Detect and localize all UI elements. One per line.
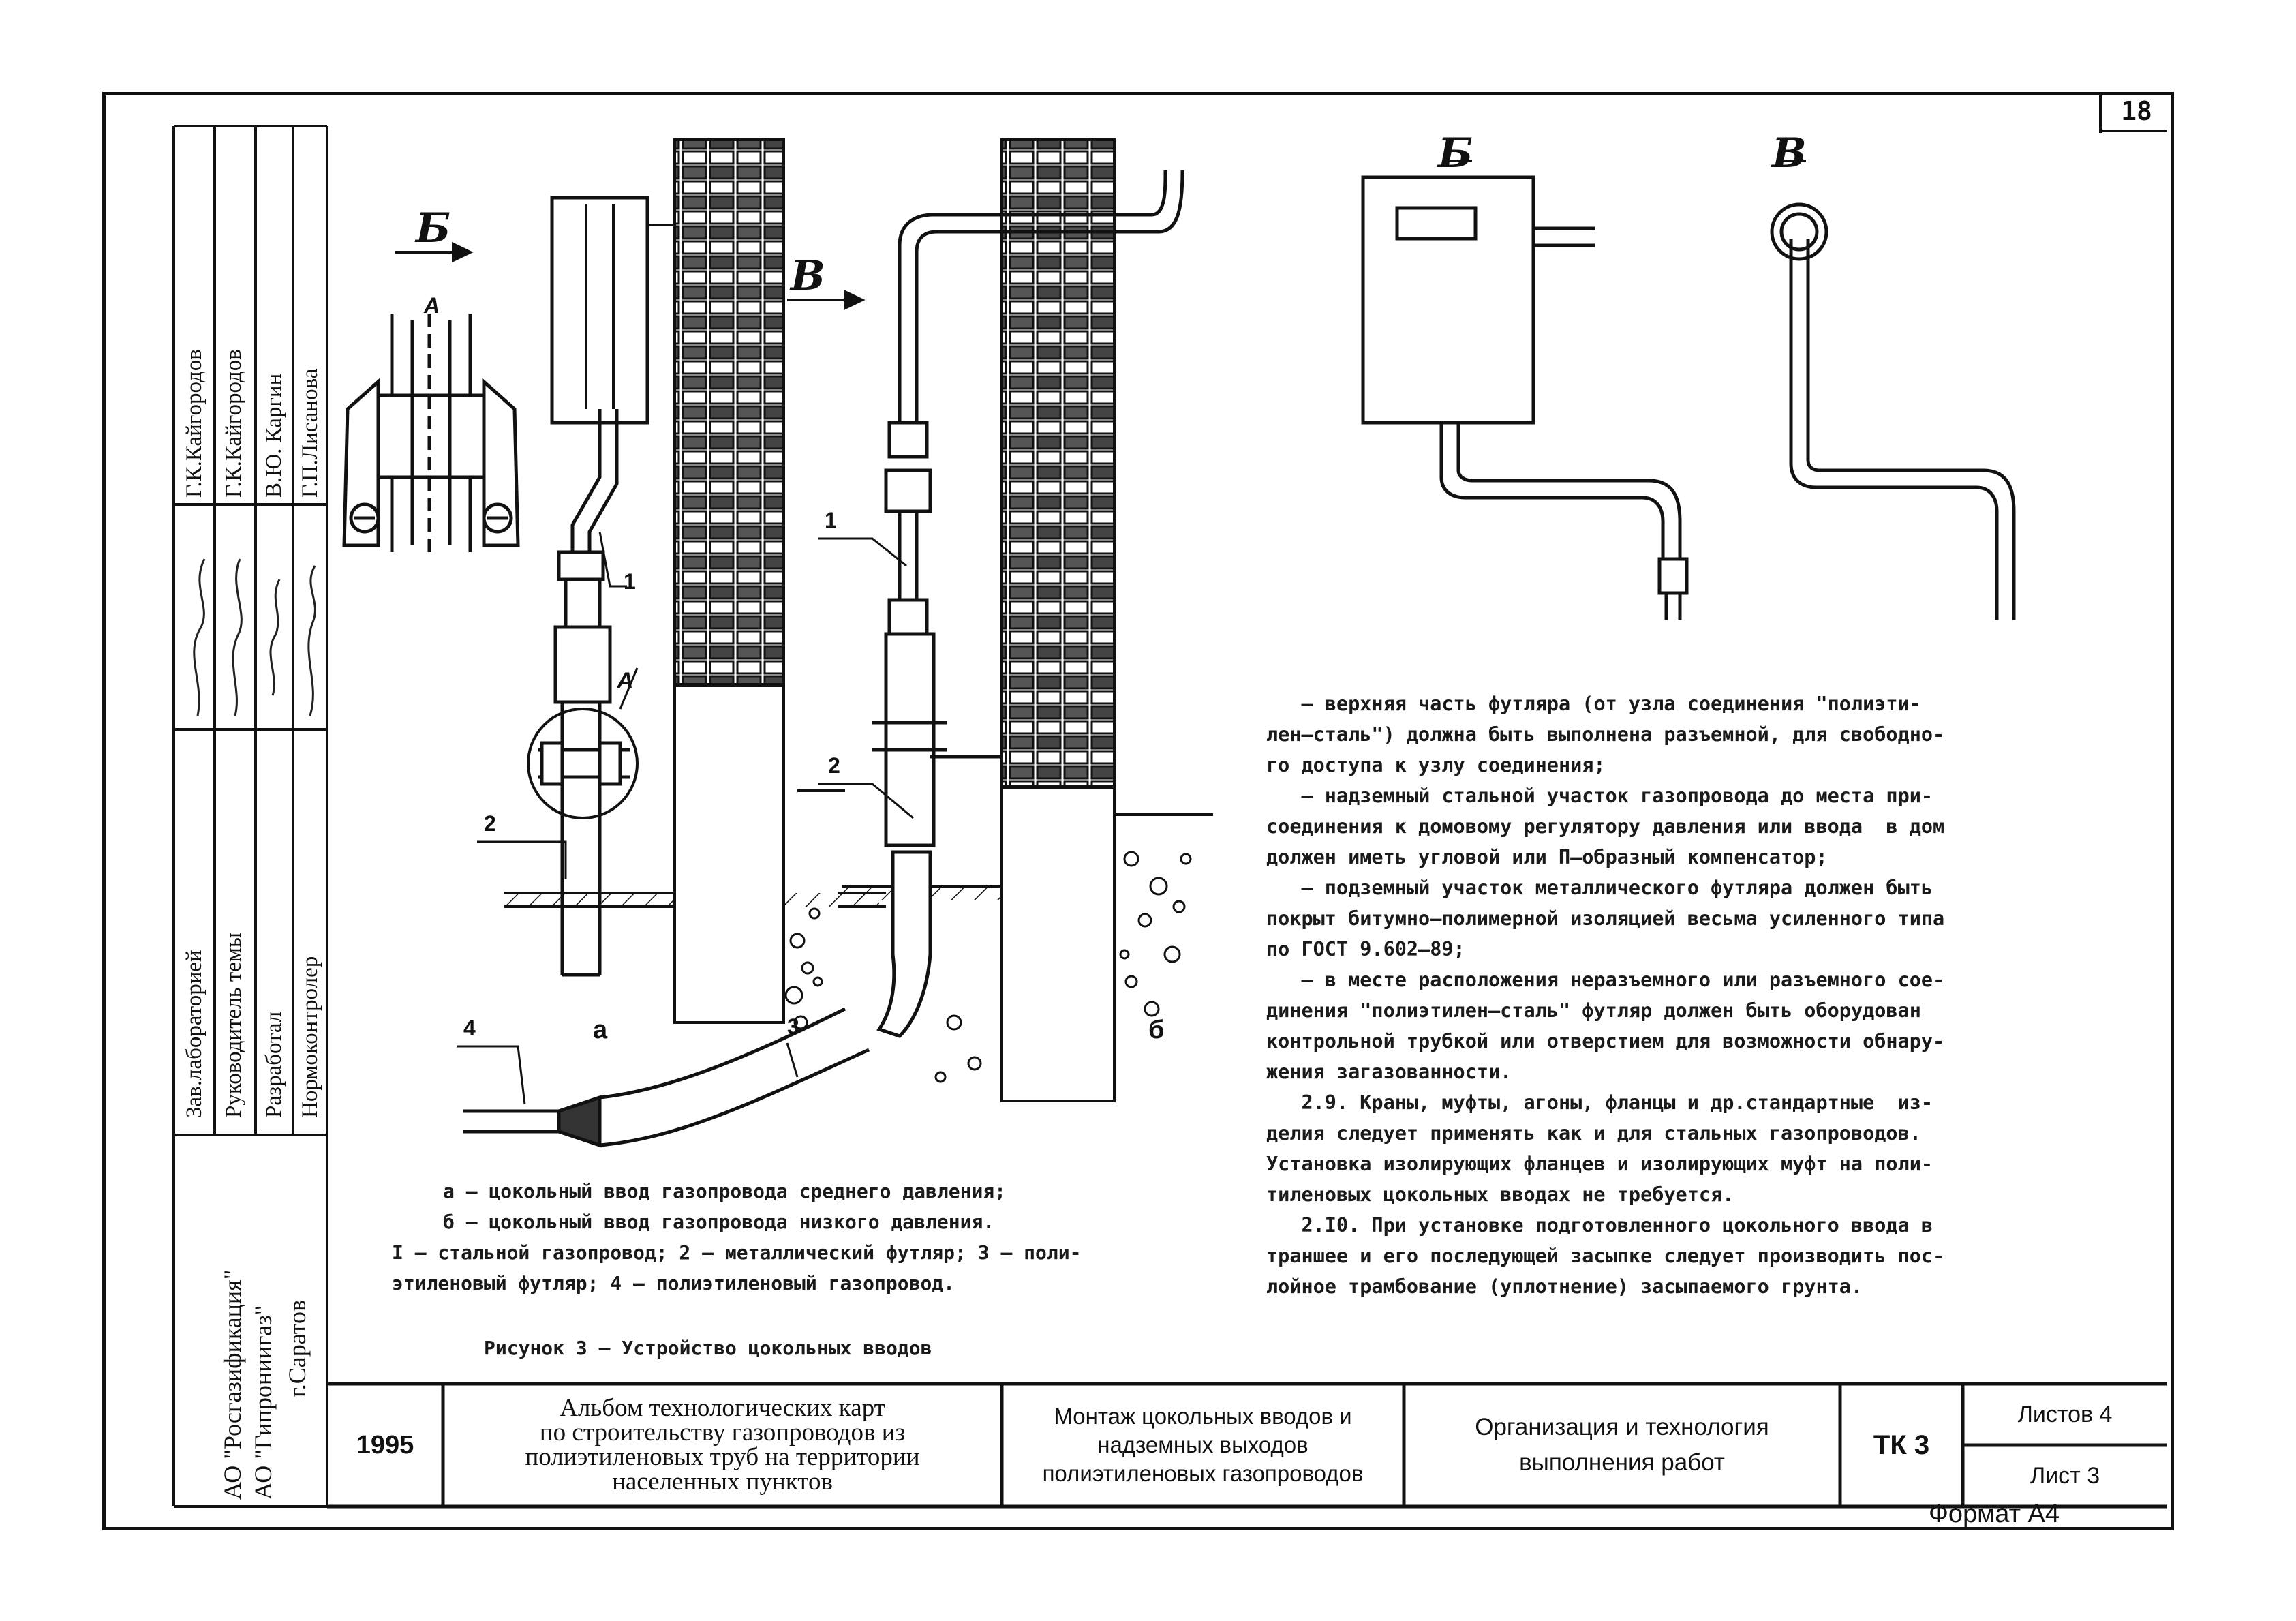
body-line: 2.9. Краны, муфты, агоны, фланцы и др.ст… [1266, 1091, 1933, 1114]
body-line: Установка изолирующих фланцев и изолирую… [1266, 1153, 1933, 1175]
stamp-album: Альбом технологических карт по строитель… [443, 1387, 1002, 1503]
body-line: го доступа к узлу соединения; [1266, 754, 1606, 776]
sidebar-role-2: Руководитель темы [221, 932, 246, 1118]
foundation-b [1000, 786, 1116, 1102]
sidebar-name-3: В.Ю. Каргин [262, 373, 286, 498]
sidebar-name-1: Г.К.Кайгородов [182, 349, 206, 498]
detail-circle-a [527, 708, 639, 819]
sheet-number: 18 [2121, 96, 2152, 126]
part-label-2b: 2 [828, 753, 840, 778]
sidebar-grid [172, 125, 328, 1508]
sidebar-name-4: Г.П.Лисанова [298, 368, 322, 498]
outer-frame [102, 92, 2174, 1530]
sub-label-b: б [1148, 1016, 1165, 1044]
body-line: лойное трамбование (уплотнение) засыпаем… [1266, 1275, 1863, 1298]
body-line: контрольной трубкой или отверстием для в… [1266, 1030, 1945, 1052]
sidebar-org-3: г.Саратов [284, 1300, 311, 1397]
signatures [193, 558, 316, 716]
regulator-cabinet-a [550, 196, 649, 425]
topic-line: полиэтиленовых газопроводов [1042, 1461, 1364, 1486]
sidebar-org-1: АО "Росгазификация" [219, 1269, 246, 1500]
sidebar-org-2: АО "Гипрониигаз" [249, 1305, 277, 1500]
stamp-sheet: Лист 3 [2030, 1462, 2100, 1489]
legend-line: I – стальной газопровод; 2 – металлическ… [392, 1241, 1082, 1264]
body-line: – в месте расположения неразъемного или … [1266, 969, 1945, 991]
sheet-number-box [2099, 92, 2102, 133]
section-label-a-top: А [424, 293, 440, 318]
body-line: покрыт битумно–полимерной изоляцией весь… [1266, 907, 1945, 930]
body-line: – подземный участок металлического футля… [1266, 877, 1933, 899]
soil-a [784, 907, 823, 1030]
body-line: жения загазованности. [1266, 1061, 1512, 1083]
legend-line: б – цокольный ввод газопровода низкого д… [443, 1211, 995, 1233]
body-text: – верхняя часть футляра (от узла соедине… [1266, 688, 2030, 1302]
body-line: динения "полиэтилен–сталь" футляр должен… [1266, 999, 1921, 1022]
stamp-code: ТК 3 [1873, 1429, 1930, 1460]
body-line: должен иметь угловой или П–образный комп… [1266, 846, 1828, 868]
section-label-a-circle: А [617, 668, 634, 694]
view-label-b-arrow: Б [416, 204, 451, 252]
sheet-number-box-bottom [2099, 130, 2167, 132]
part-label-4a: 4 [463, 1016, 476, 1040]
figure-title: Рисунок 3 – Устройство цокольных вводов [484, 1337, 932, 1359]
sidebar-name-2: Г.К.Кайгородов [221, 349, 246, 498]
stamp-sheets-total: Листов 4 [2017, 1401, 2113, 1427]
part-label-1b: 1 [825, 508, 837, 532]
body-line: 2.I0. При установке подготовленного цоко… [1266, 1214, 1933, 1237]
ground-hatch-a [504, 893, 682, 907]
part-label-1a: 1 [624, 569, 636, 594]
stamp-topic: Монтаж цокольных вводов и надземных выхо… [1002, 1387, 1404, 1503]
topic-line: надземных выходов [1097, 1432, 1308, 1457]
pipe-a [538, 409, 630, 977]
topic-line: Монтаж цокольных вводов и [1054, 1404, 1352, 1429]
view-label-v-arrow: В [791, 252, 825, 300]
album-line: по строительству газопроводов из [539, 1419, 906, 1446]
sidebar-role-1: Зав.лабораторией [182, 950, 206, 1118]
foundation-a [673, 684, 785, 1024]
pipe-b [872, 170, 1184, 1038]
legend-line: этиленовый футляр; 4 – полиэтиленовый га… [392, 1272, 955, 1294]
poly-pipe-a [463, 1007, 870, 1148]
figure-legend: а – цокольный ввод газопровода среднего … [392, 1176, 1244, 1299]
album-line: полиэтиленовых труб на территории [525, 1443, 920, 1471]
body-line: траншее и его последующей засыпке следуе… [1266, 1245, 1945, 1267]
body-line: – надземный стальной участок газопровода… [1266, 785, 1933, 807]
body-line: – верхняя часть футляра (от узла соедине… [1266, 693, 1921, 715]
detail-a-view [342, 314, 520, 552]
body-line: по ГОСТ 9.602–89; [1266, 938, 1465, 960]
sub-label-a: а [593, 1016, 608, 1044]
brick-wall-b [1000, 138, 1116, 789]
section-line: Организация и технология [1475, 1414, 1769, 1440]
album-line: Альбом технологических карт [560, 1394, 885, 1422]
body-line: соединения к домовому регулятору давлени… [1266, 815, 1945, 838]
detail-b-cabinet [1361, 175, 1689, 620]
album-line: населенных пунктов [612, 1468, 833, 1496]
section-line: выполнения работ [1519, 1449, 1725, 1476]
view-label-b-detail: Б [1438, 130, 1473, 177]
body-line: делия следует применять как и для стальн… [1266, 1122, 1921, 1145]
body-line: лен–сталь") должна быть выполнена разъем… [1266, 723, 1945, 746]
body-line: тиленовых цокольных вводах не требуется. [1266, 1183, 1734, 1206]
stamp-year: 1995 [356, 1430, 414, 1459]
stamp-grid [327, 1382, 2167, 1509]
detail-v-outlet [1770, 202, 2016, 620]
view-label-v-detail: В [1772, 130, 1807, 177]
stamp-section: Организация и технология выполнения рабо… [1404, 1384, 1840, 1506]
part-label-3a: 3 [787, 1014, 799, 1039]
soil-b [934, 851, 1192, 1083]
legend-line: а – цокольный ввод газопровода среднего … [443, 1180, 1007, 1202]
part-label-2a: 2 [484, 811, 496, 836]
sidebar-role-4: Нормоконтролер [298, 956, 322, 1118]
brick-wall-a [673, 138, 785, 686]
format-label: Формат А4 [1929, 1500, 2060, 1528]
sidebar-role-3: Разработал [262, 1011, 286, 1118]
